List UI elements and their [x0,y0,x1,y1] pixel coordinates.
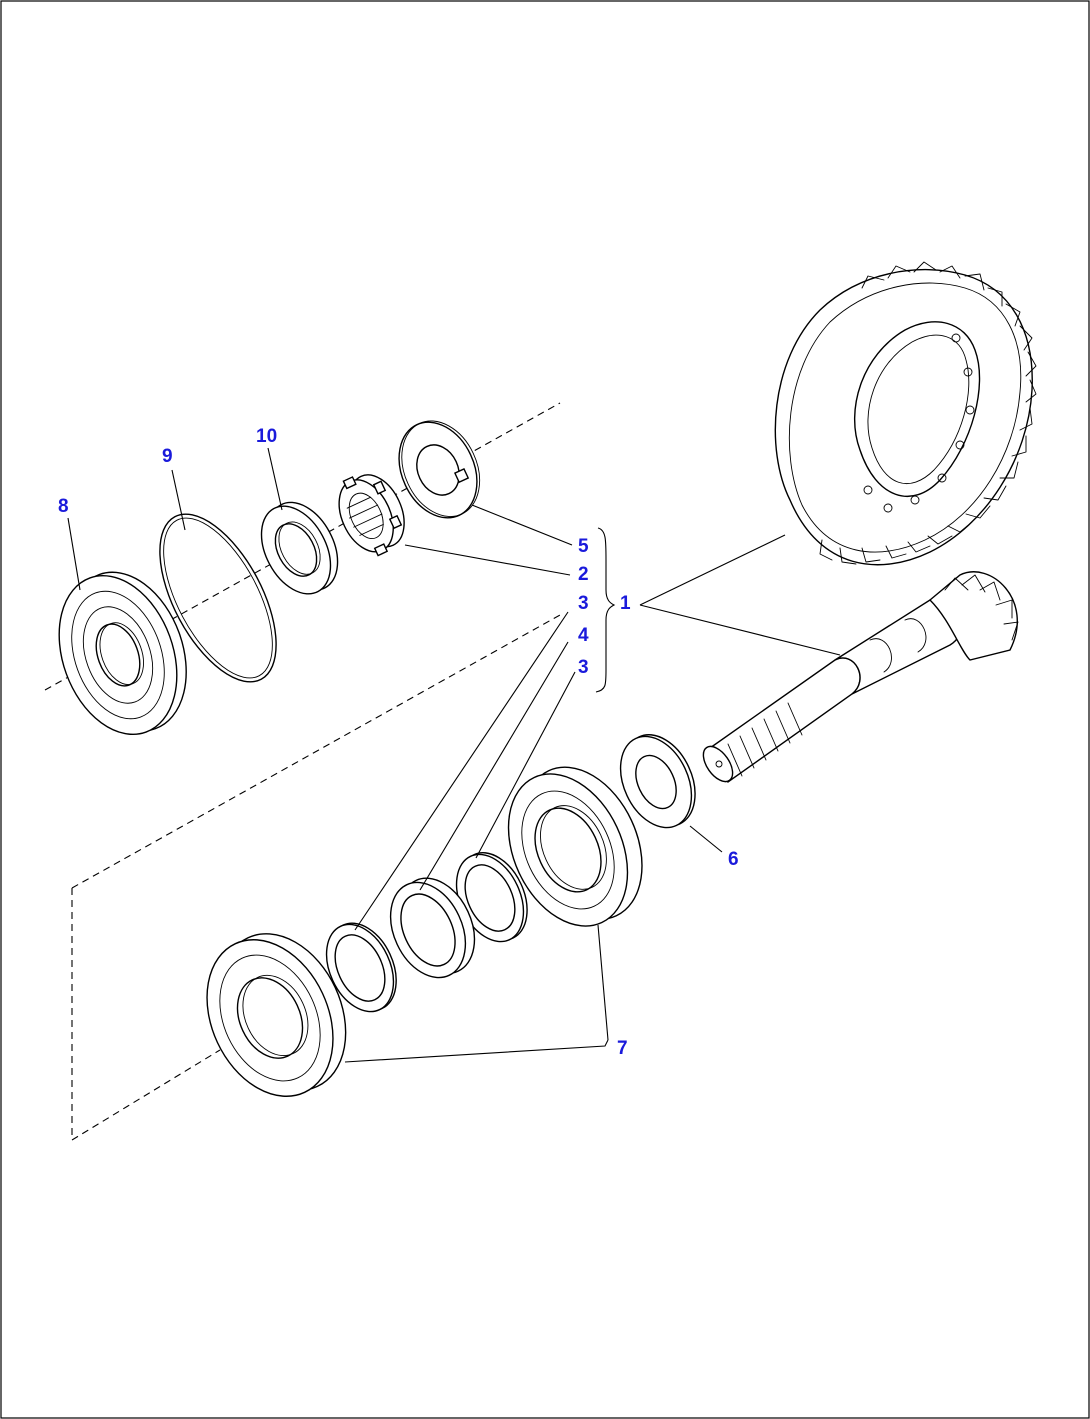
part-6-shim [619,734,696,829]
part-9-o-ring [159,513,277,683]
callout-labels: 8 9 10 5 2 3 1 4 3 6 7 [58,426,739,1059]
part-7-bearing-cone [507,766,643,927]
callout-1: 1 [620,593,631,614]
ring-gear-teeth [819,261,1037,565]
pinion-gear-head [928,571,1019,661]
callout-7: 7 [617,1038,628,1059]
callout-3-lower: 3 [578,657,589,678]
leader-lines [67,447,841,1063]
callout-2: 2 [578,564,589,585]
bevel-ring-gear [774,261,1037,566]
part-3-spacer-ring-right [455,852,528,943]
part-7-bearing-cup [206,933,347,1097]
callout-9: 9 [162,446,173,467]
part-8-bearing-cage [58,571,187,736]
part-4-spacer [389,877,476,979]
part-3-spacer-ring-left [325,922,397,1013]
callout-3-upper: 3 [578,593,589,614]
callout-6: 6 [728,849,739,870]
pinion-shaft-splines [727,702,803,777]
callout-5: 5 [578,536,589,557]
part-5-lock-washer [398,420,481,519]
part-2-lock-nut [338,474,405,557]
callout-8: 8 [58,496,69,517]
callout-10: 10 [256,426,277,447]
ring-gear-bolt-holes [863,333,975,513]
callout-4: 4 [578,625,589,646]
part-10-bearing [260,501,339,595]
pinion-shaft [702,571,1019,784]
